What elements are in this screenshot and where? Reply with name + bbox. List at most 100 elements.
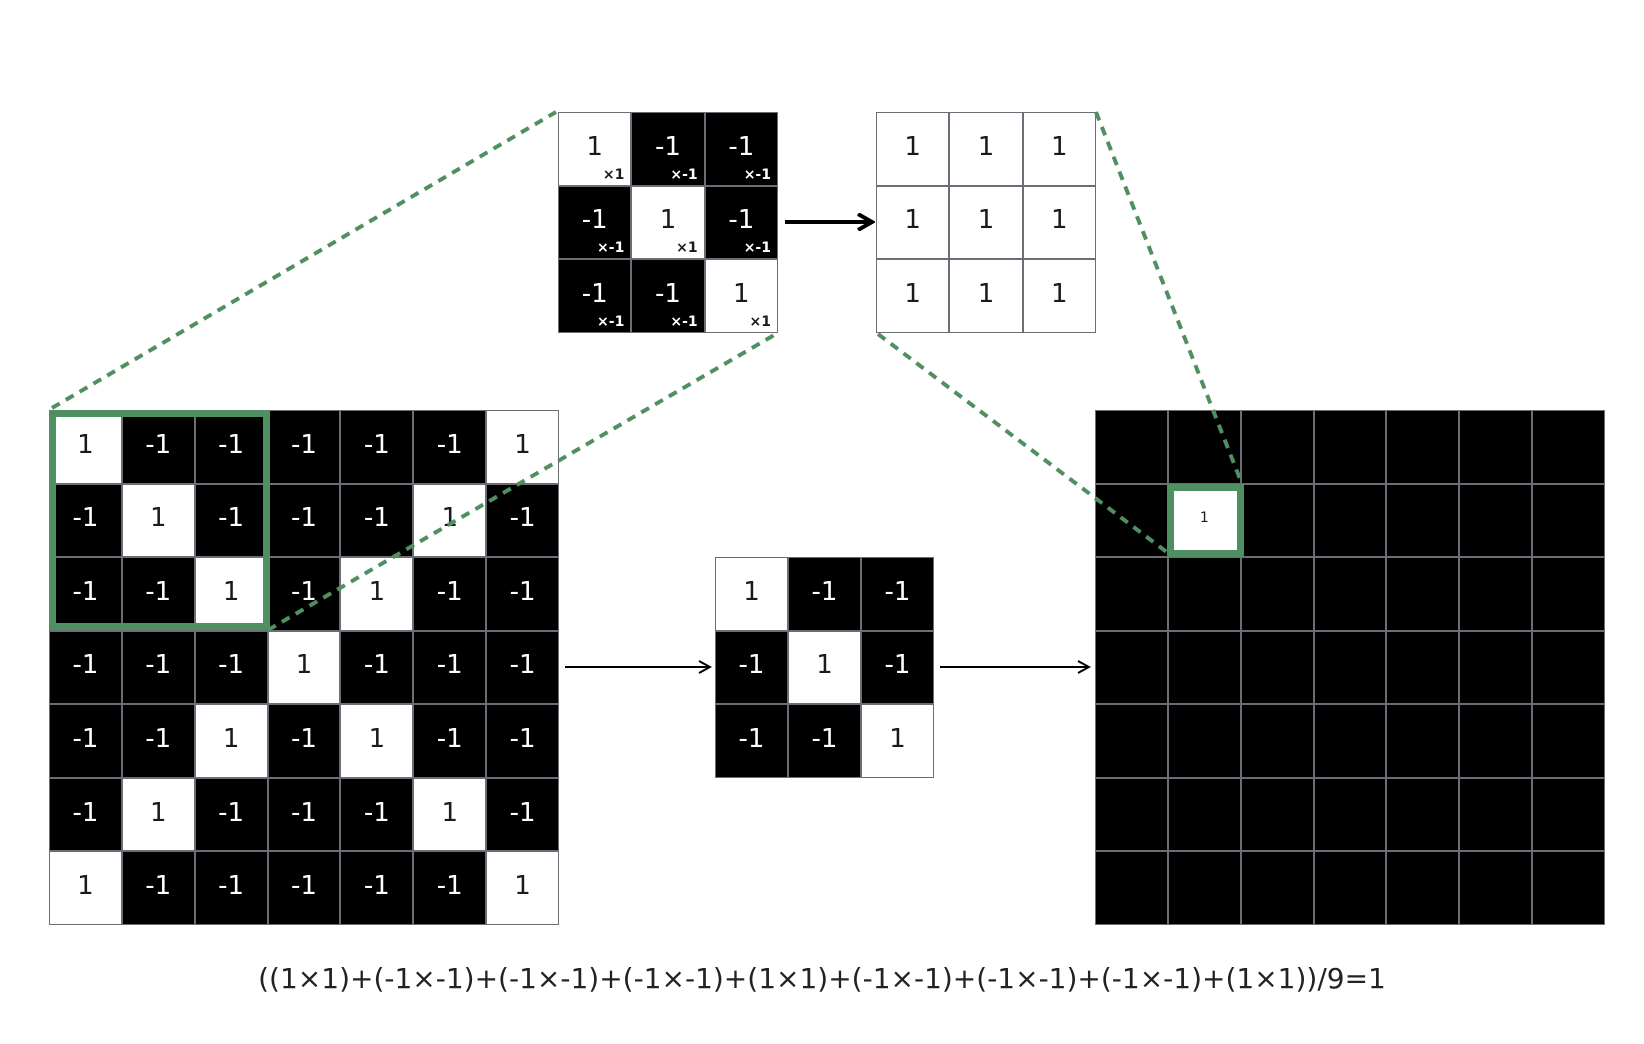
input-cell: -1 [340,630,414,705]
multiplier-label: ×-1 [670,166,698,183]
input-cell-value: -1 [291,429,317,460]
product-cell-value: 1 [1051,131,1068,162]
input-cell: -1 [267,483,341,558]
output-cell [1240,630,1314,705]
input-cell: -1 [49,630,122,705]
output-cell [1459,851,1533,925]
product-cell-value: 1 [977,131,995,162]
input-cell-value: -1 [363,797,390,828]
multiplier-label: ×-1 [670,313,698,330]
patch-cell-value: 1 [659,205,677,236]
input-cell: 1 [194,557,268,631]
multiplier-label: ×-1 [743,166,771,183]
input-cell: -1 [121,410,195,484]
output-cell [1313,410,1387,484]
output-cell [1459,630,1533,705]
input-cell: 1 [486,410,559,484]
output-cell-value: 1 [1199,510,1209,527]
input-cell-value: -1 [436,724,463,755]
input-cell-value: -1 [363,871,390,902]
filter-cell: -1 [788,704,861,778]
input-cell: 1 [49,410,122,484]
input-cell: -1 [194,630,268,705]
patch-cell: -1×-1 [704,185,778,260]
input-cell-value: -1 [145,576,172,607]
input-cell: -1 [486,483,559,558]
input-cell-value: 1 [222,576,240,607]
output-cell [1313,557,1387,631]
input-cell: -1 [267,777,341,852]
filter-cell: -1 [861,630,934,705]
input-cell: 1 [49,851,122,925]
output-cell [1240,704,1314,778]
input-cell-value: -1 [218,503,245,534]
output-cell [1532,557,1605,631]
input-cell-value: 1 [295,650,313,681]
output-cell [1095,630,1168,705]
input-cell: -1 [486,704,559,778]
output-cell [1459,483,1533,558]
filter-cell-value: 1 [816,650,833,681]
input-cell: -1 [194,483,268,558]
input-cell-value: 1 [77,429,94,460]
input-cell: 1 [121,777,195,852]
input-cell: -1 [413,410,487,484]
input-cell: -1 [121,704,195,778]
patch-cell-value: -1 [655,279,681,310]
input-cell: -1 [49,557,122,631]
patch-cell-value: -1 [655,131,681,162]
input-cell: -1 [49,483,122,558]
filter-cell: 1 [861,704,934,778]
output-cell [1095,777,1168,852]
input-cell: 1 [486,851,559,925]
filter-cell-value: -1 [811,576,838,607]
input-cell: 1 [340,557,414,631]
product-cell: 1 [949,259,1023,333]
filter-cell-value: 1 [743,576,760,607]
input-cell-value: -1 [509,724,536,755]
input-cell-value: -1 [72,650,99,681]
input-cell: 1 [413,483,487,558]
output-cell [1095,483,1168,558]
output-cell [1313,630,1387,705]
patch-cell: 1×1 [631,185,705,260]
input-cell-value: -1 [145,724,172,755]
multiplier-label: ×-1 [597,240,625,257]
output-cell [1240,851,1314,925]
input-cell-value: -1 [72,797,99,828]
filter-cell-value: 1 [889,724,906,755]
patch-cell: 1×1 [558,112,632,186]
input-cell: -1 [194,777,268,852]
input-cell-value: -1 [509,576,536,607]
patch-cell: -1×-1 [558,259,632,333]
product-cell: 1 [876,259,950,333]
output-cell [1459,410,1533,484]
patch-cell-value: -1 [581,279,608,310]
input-cell: -1 [121,557,195,631]
product-cell: 1 [876,112,950,186]
input-cell-value: -1 [291,503,317,534]
input-cell-value: 1 [514,871,531,902]
input-cell-value: -1 [291,724,317,755]
input-cell-value: -1 [218,429,245,460]
filter-cell: -1 [715,704,788,778]
filter-cell-value: -1 [738,650,765,681]
input-cell: -1 [340,483,414,558]
input-cell: -1 [49,777,122,852]
input-cell-value: -1 [436,576,463,607]
filter-cell: 1 [715,557,788,631]
input-cell: 1 [121,483,195,558]
input-cell-value: -1 [291,871,317,902]
product-cell-value: 1 [977,279,995,310]
product-cell-value: 1 [904,131,921,162]
multiplier-label: ×1 [602,166,625,183]
output-cell [1167,410,1241,484]
output-feature-map-grid: 1 [1095,410,1605,925]
filter-cell-value: -1 [884,576,911,607]
product-cell: 1 [1022,112,1096,186]
product-cell: 1 [1022,185,1096,260]
output-cell [1386,483,1460,558]
input-cell-value: -1 [436,650,463,681]
output-cell [1240,557,1314,631]
